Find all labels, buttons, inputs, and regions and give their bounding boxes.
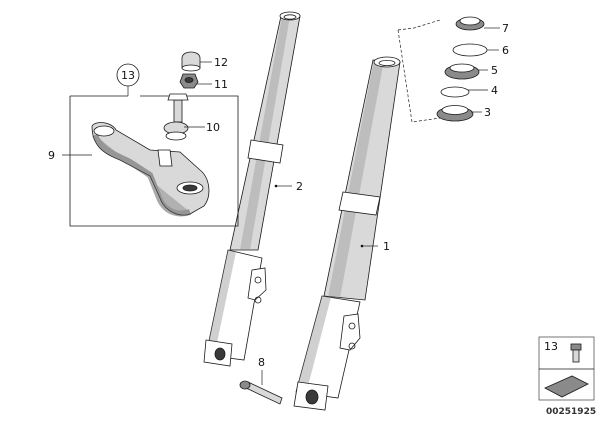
callout-1: 1	[383, 240, 390, 253]
callout-9: 9	[48, 149, 55, 162]
callout-3: 3	[484, 106, 491, 119]
callout-7: 7	[502, 22, 509, 35]
callout-11: 11	[214, 78, 228, 91]
callout-13: 13	[121, 69, 135, 82]
callout-leaders	[62, 27, 500, 385]
callout-2: 2	[296, 180, 303, 193]
callout-5: 5	[491, 64, 498, 77]
legend-ref: 13	[544, 340, 558, 353]
clamp-bolt	[239, 380, 283, 405]
callout-8: 8	[258, 356, 265, 369]
protective-cap	[181, 51, 201, 72]
callout-13-circle	[116, 63, 140, 87]
triple-clamp-assembly	[69, 95, 239, 227]
legend-wedge-icon	[544, 375, 589, 398]
steering-stem-bolt	[163, 93, 189, 141]
callout-numbers: 1 2 3 4 5 6 7 8 9 10 11 12 13	[48, 22, 509, 369]
fork-tube-right	[293, 56, 401, 411]
legend-box: 13	[538, 336, 595, 401]
callout-4: 4	[491, 84, 498, 97]
document-number: 00251925	[546, 407, 596, 417]
cap-nut	[179, 73, 199, 89]
callout-12: 12	[214, 56, 228, 69]
bearing-stack	[397, 16, 488, 123]
fork-tube-left	[203, 11, 301, 367]
callout-6: 6	[502, 44, 509, 57]
callout-10: 10	[206, 121, 220, 134]
legend-screw-icon	[570, 343, 582, 363]
